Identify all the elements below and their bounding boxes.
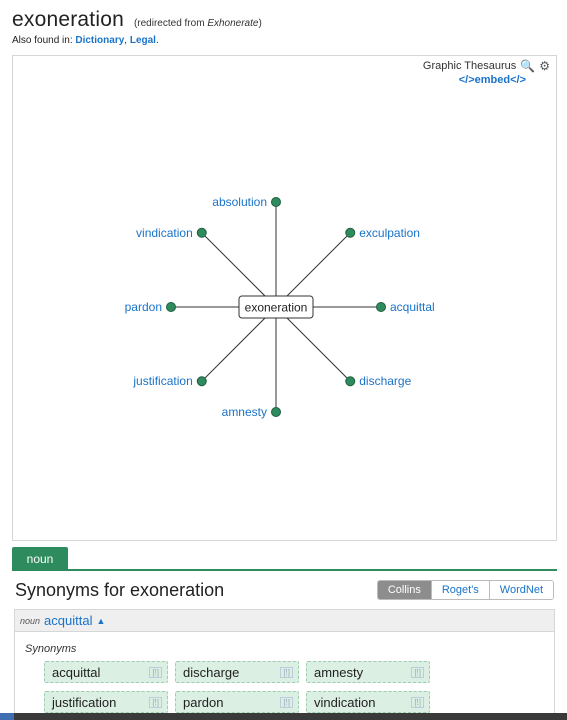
header: exoneration (redirected from Exhonerate)… bbox=[12, 8, 557, 46]
also-found-prefix: Also found in: bbox=[12, 35, 76, 46]
source-wordnet-button[interactable]: WordNet bbox=[488, 581, 553, 599]
graph-node-label[interactable]: amnesty bbox=[222, 405, 267, 419]
synonym-word: amnesty bbox=[314, 664, 364, 680]
legal-link[interactable]: Legal bbox=[129, 35, 156, 46]
graph-node-dot[interactable] bbox=[345, 227, 356, 238]
graph-node-label[interactable]: vindication bbox=[136, 226, 193, 240]
part-of-speech-tabs: noun bbox=[12, 547, 557, 571]
synonym-chip[interactable]: amnesty [!] bbox=[306, 661, 430, 683]
graph-node-label[interactable]: acquittal bbox=[390, 300, 435, 314]
synonym-chip[interactable]: acquittal [!] bbox=[44, 661, 168, 683]
collapse-arrow-icon[interactable]: ▲ bbox=[96, 615, 106, 626]
source-switcher: Collins Roget's WordNet bbox=[376, 580, 554, 600]
graph-node-dot[interactable] bbox=[271, 407, 281, 417]
flag-icon[interactable]: [!] bbox=[149, 696, 162, 708]
graph-node-dot[interactable] bbox=[345, 376, 356, 387]
flag-icon[interactable]: [!] bbox=[149, 666, 162, 678]
graph-edge bbox=[275, 232, 351, 308]
synonym-word: acquittal bbox=[52, 664, 101, 680]
sense-pos: noun bbox=[20, 615, 41, 626]
gear-icon[interactable]: ⚙ bbox=[539, 59, 550, 73]
flag-icon[interactable]: [!] bbox=[280, 696, 293, 708]
also-found-in: Also found in: Dictionary, Legal. bbox=[12, 35, 557, 46]
redirect-note: (redirected from Exhonerate) bbox=[134, 18, 262, 29]
page-title: exoneration bbox=[12, 8, 124, 31]
graphic-thesaurus-panel: absolution exculpation acquittal discharge a… bbox=[12, 55, 557, 541]
graph-node-dot[interactable] bbox=[196, 227, 207, 238]
taskbar-start-button[interactable] bbox=[0, 713, 14, 720]
flag-icon[interactable]: [!] bbox=[280, 666, 293, 678]
synonym-chip[interactable]: justification [!] bbox=[44, 691, 168, 713]
synonyms-header: Synonyms for exoneration Collins Roget's… bbox=[12, 578, 557, 604]
synonym-word: justification bbox=[52, 694, 117, 710]
sense-header[interactable]: noun acquittal ▲ bbox=[15, 610, 554, 632]
search-icon[interactable]: 🔍 bbox=[520, 59, 536, 73]
graph-edge bbox=[201, 232, 277, 308]
graph-edge bbox=[275, 306, 351, 382]
graph-node-label[interactable]: pardon bbox=[125, 300, 162, 314]
graphic-thesaurus-label: Graphic Thesaurus bbox=[422, 60, 517, 72]
embed-link[interactable]: </>embed</> bbox=[458, 74, 526, 86]
synonym-chip[interactable]: vindication [!] bbox=[306, 691, 430, 713]
redirect-word: Exhonerate bbox=[207, 18, 259, 29]
graph-node-label[interactable]: justification bbox=[132, 374, 192, 388]
synonym-word: pardon bbox=[183, 694, 224, 710]
graph-node-dot[interactable] bbox=[196, 376, 207, 387]
synonym-chip[interactable]: pardon [!] bbox=[175, 691, 299, 713]
flag-icon[interactable]: [!] bbox=[411, 696, 424, 708]
graph-node-label[interactable]: absolution bbox=[212, 195, 267, 209]
synonyms-section-label: Synonyms bbox=[25, 643, 77, 655]
source-collins-button[interactable]: Collins bbox=[377, 581, 431, 599]
tab-noun[interactable]: noun bbox=[12, 547, 68, 571]
graph-node-dot[interactable] bbox=[166, 302, 176, 312]
title-row: exoneration (redirected from Exhonerate) bbox=[12, 8, 557, 32]
taskbar bbox=[0, 713, 567, 720]
also-found-separator: , bbox=[124, 35, 130, 46]
synonym-chips: acquittal [!] discharge [!] amnesty [!] jus… bbox=[44, 661, 430, 713]
synonym-word: vindication bbox=[314, 694, 376, 710]
also-found-end: . bbox=[155, 35, 159, 46]
redirect-prefix: (redirected from bbox=[133, 18, 208, 29]
graphic-thesaurus-header: Graphic Thesaurus 🔍 ⚙ </>embed</> bbox=[423, 59, 550, 86]
graph-center-box bbox=[238, 295, 314, 319]
graph-node-label[interactable]: exculpation bbox=[359, 226, 420, 240]
synonym-chip[interactable]: discharge [!] bbox=[175, 661, 299, 683]
graph-edge bbox=[201, 306, 277, 382]
graph-node-dot[interactable] bbox=[271, 197, 281, 207]
graph-node-dot[interactable] bbox=[376, 302, 386, 312]
synonym-word: discharge bbox=[183, 664, 240, 680]
graph-node-label[interactable]: discharge bbox=[359, 374, 411, 388]
sense-panel: noun acquittal ▲ Synonyms acquittal [!] d… bbox=[14, 609, 555, 720]
thesaurus-graph: absolution exculpation acquittal discharge a… bbox=[125, 195, 435, 419]
graphic-thesaurus-line: Graphic Thesaurus 🔍 ⚙ bbox=[423, 59, 550, 73]
sense-word[interactable]: acquittal bbox=[44, 613, 93, 628]
dictionary-link[interactable]: Dictionary bbox=[75, 35, 125, 46]
graph-center-label: exoneration bbox=[245, 301, 308, 315]
synonyms-heading: Synonyms for exoneration bbox=[15, 580, 225, 600]
source-rogets-button[interactable]: Roget's bbox=[430, 581, 489, 599]
flag-icon[interactable]: [!] bbox=[411, 666, 424, 678]
redirect-suffix: ) bbox=[258, 18, 262, 29]
